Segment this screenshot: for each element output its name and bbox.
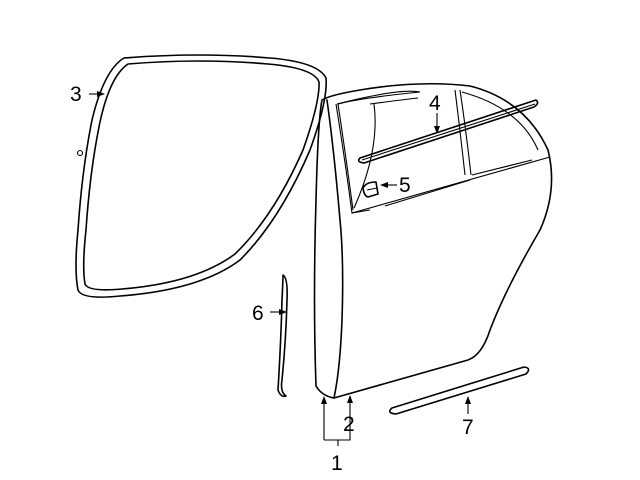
callout-2: 2 bbox=[343, 413, 355, 436]
callout-4: 4 bbox=[429, 92, 441, 115]
leader-lines bbox=[89, 91, 471, 446]
callout-1: 1 bbox=[331, 452, 343, 475]
callout-3: 3 bbox=[70, 83, 82, 106]
part-1-door-shell bbox=[313, 82, 553, 399]
part-4-belt-moulding bbox=[357, 99, 539, 164]
callout-7: 7 bbox=[462, 416, 474, 439]
callout-6: 6 bbox=[252, 302, 264, 325]
callout-5: 5 bbox=[399, 174, 411, 197]
part-3-weatherstrip bbox=[75, 54, 327, 298]
part-5-clip bbox=[362, 181, 379, 198]
part-7-lower-moulding bbox=[388, 366, 530, 415]
part-6-seal-strip bbox=[277, 274, 288, 398]
